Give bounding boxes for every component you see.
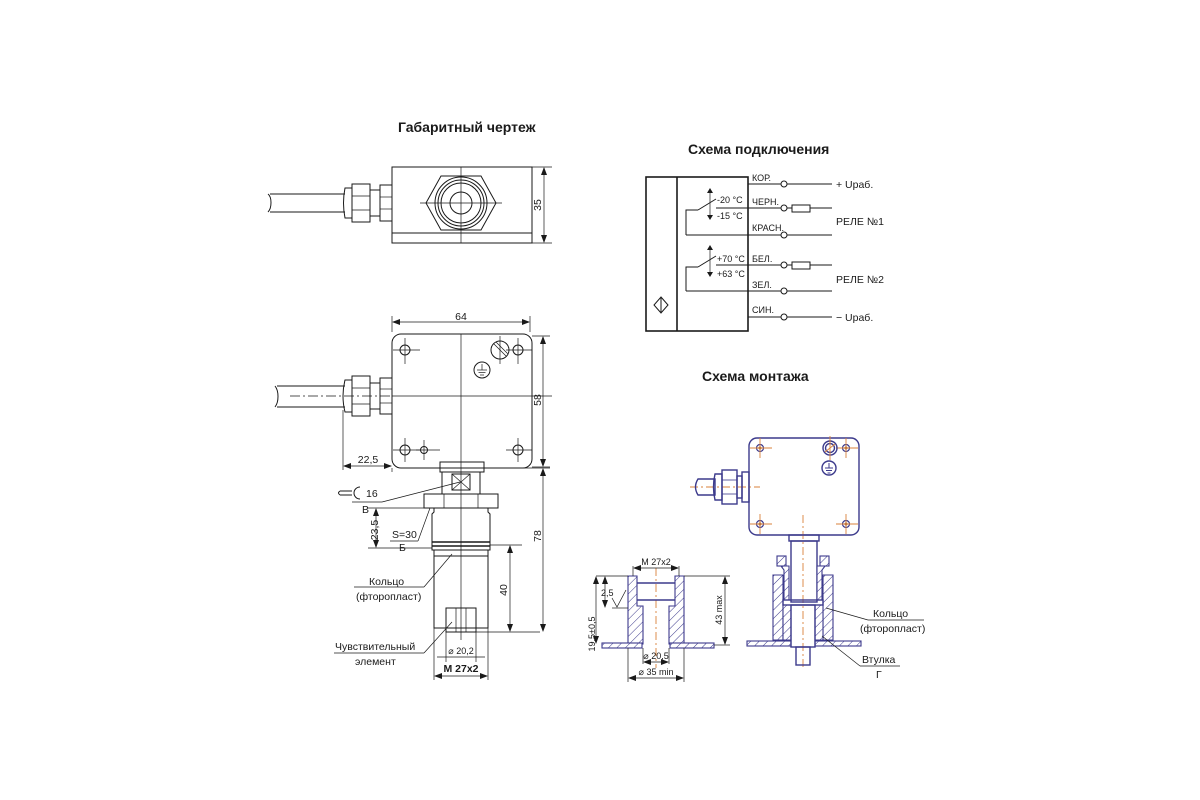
- mounting-assembly: Кольцо (фторопласт) Втулка Г: [690, 436, 925, 681]
- wire-label-kor: КОР.: [752, 173, 771, 183]
- thread-section: [431, 507, 491, 551]
- dimension-thread: M 27x2: [443, 663, 478, 675]
- mounting-screw: [836, 514, 858, 534]
- vent-plug-icon: [822, 436, 838, 460]
- overall-drawing-title: Габаритный чертеж: [398, 119, 537, 135]
- thermostat-switch-2: [685, 245, 750, 292]
- dimension-probe-diameter: ⌀ 20,2: [448, 646, 473, 656]
- wire-sin: [748, 313, 832, 321]
- dimension-height: 58: [532, 394, 544, 406]
- resistor-icon: [791, 204, 811, 213]
- dimension-side-height: 35: [532, 199, 544, 211]
- mount-dimension-height: 43 max: [714, 595, 724, 625]
- relay2-label: РЕЛЕ №2: [836, 274, 884, 286]
- ring-label-line1: Кольцо: [369, 576, 404, 588]
- relay2-temp-on: +70 °С: [717, 254, 745, 264]
- hex-letter-label: Б: [399, 542, 406, 554]
- assembly-base-left: [746, 640, 792, 647]
- sleeve-letter: Г: [876, 669, 882, 681]
- sleeve-label: Втулка: [862, 654, 896, 666]
- sleeve-wall-left: [772, 574, 784, 641]
- dimension-probe-length: 40: [498, 584, 510, 596]
- assembly-ring-label-line2: (фторопласт): [860, 623, 925, 635]
- assembly-housing: [748, 437, 860, 536]
- mounting-screw: [836, 438, 858, 458]
- ring-label-line2: (фторопласт): [356, 591, 421, 603]
- cable-break: [267, 193, 272, 213]
- thermostat-switch-1: [685, 188, 750, 236]
- wiring-diagram: -20 °С -15 °С +70 °С +63 °С КОР. + Uраб.: [645, 173, 884, 332]
- wire-chern: [748, 204, 832, 213]
- ground-icon: [473, 361, 491, 379]
- wire-target-plus: + Uраб.: [836, 179, 873, 191]
- housing-side: [391, 166, 533, 244]
- relay1-temp-off: -15 °С: [717, 211, 743, 221]
- sensor-block: [645, 176, 749, 332]
- wire-label-chern: ЧЕРН.: [752, 197, 779, 207]
- wire-label-sin: СИН.: [752, 305, 774, 315]
- wire-target-minus: − Uраб.: [836, 312, 873, 324]
- socket-wall-right: [668, 575, 685, 645]
- base-plate-left: [601, 642, 643, 649]
- hex-size-label: S=30: [392, 529, 417, 541]
- assembly-base-right: [814, 640, 862, 647]
- front-view: 64: [274, 311, 552, 680]
- wire-label-zel: ЗЕЛ.: [752, 280, 772, 290]
- mount-dimension-thread: M 27x2: [641, 557, 671, 567]
- neck: [439, 461, 485, 473]
- assembly-shaft: [790, 540, 818, 603]
- mounting-socket-section: M 27x2 2,5 19,5±0,5 43 max ⌀ 20,5 ⌀ 35 m…: [587, 557, 730, 682]
- mounting-screw: [750, 438, 772, 458]
- wire-label-krasn: КРАСН.: [752, 223, 784, 233]
- nut-right: [819, 555, 830, 567]
- dimension-thread-length: 23,5: [369, 520, 381, 541]
- mounting-hole: [416, 440, 440, 460]
- cable-break: [274, 385, 279, 408]
- resistor-icon: [791, 261, 811, 270]
- wrench-icon: [338, 486, 361, 500]
- sensor-label-line1: Чувствительный: [335, 641, 415, 653]
- ground-icon: [821, 460, 837, 476]
- assembly-probe-tip: [795, 646, 811, 666]
- mount-dimension-inner-diameter: ⌀ 20,5: [643, 651, 668, 661]
- proximity-sensor-icon: [653, 296, 669, 314]
- base-plate-right: [669, 642, 715, 649]
- wire-zel: [748, 287, 832, 295]
- housing-front: [391, 333, 533, 469]
- vent-plug-icon: [490, 336, 510, 364]
- assembly-ring-label-line1: Кольцо: [873, 608, 908, 620]
- dimension-width: 64: [455, 311, 467, 323]
- mounting-hole: [506, 338, 532, 364]
- wire-bel: [748, 261, 832, 270]
- mount-dimension-outer-diameter: ⌀ 35 min: [639, 667, 674, 677]
- nut-left: [776, 555, 787, 567]
- socket-wall-left: [627, 575, 644, 645]
- mounting-diagram-title: Схема монтажа: [702, 368, 809, 384]
- mount-dimension-chamfer: 2,5: [601, 588, 614, 598]
- sensor-label-line2: элемент: [355, 656, 396, 668]
- mount-dimension-depth: 19,5±0,5: [587, 617, 597, 652]
- wire-krasn: [748, 231, 832, 239]
- wrench-size-label: 16: [366, 488, 378, 500]
- relay2-temp-off: +63 °С: [717, 269, 745, 279]
- mounting-hole: [393, 438, 420, 462]
- sleeve-wall-right: [822, 574, 834, 641]
- wire-kor: [748, 180, 832, 188]
- relay1-label: РЕЛЕ №1: [836, 216, 884, 228]
- relay1-temp-on: -20 °С: [717, 195, 743, 205]
- mounting-hole: [506, 438, 532, 462]
- wrench-letter-label: В: [362, 504, 369, 516]
- wiring-diagram-title: Схема подключения: [688, 141, 829, 157]
- wire-label-bel: БЕЛ.: [752, 254, 772, 264]
- mounting-hole: [393, 338, 420, 364]
- cable-gland: [343, 183, 393, 223]
- side-view: 35: [267, 166, 552, 244]
- mounting-screw: [750, 514, 772, 534]
- assembly-neck: [788, 534, 820, 542]
- dimension-cable-offset: 22,5: [358, 454, 379, 466]
- cable-gland: [694, 469, 750, 505]
- dimension-total-length: 78: [532, 530, 544, 542]
